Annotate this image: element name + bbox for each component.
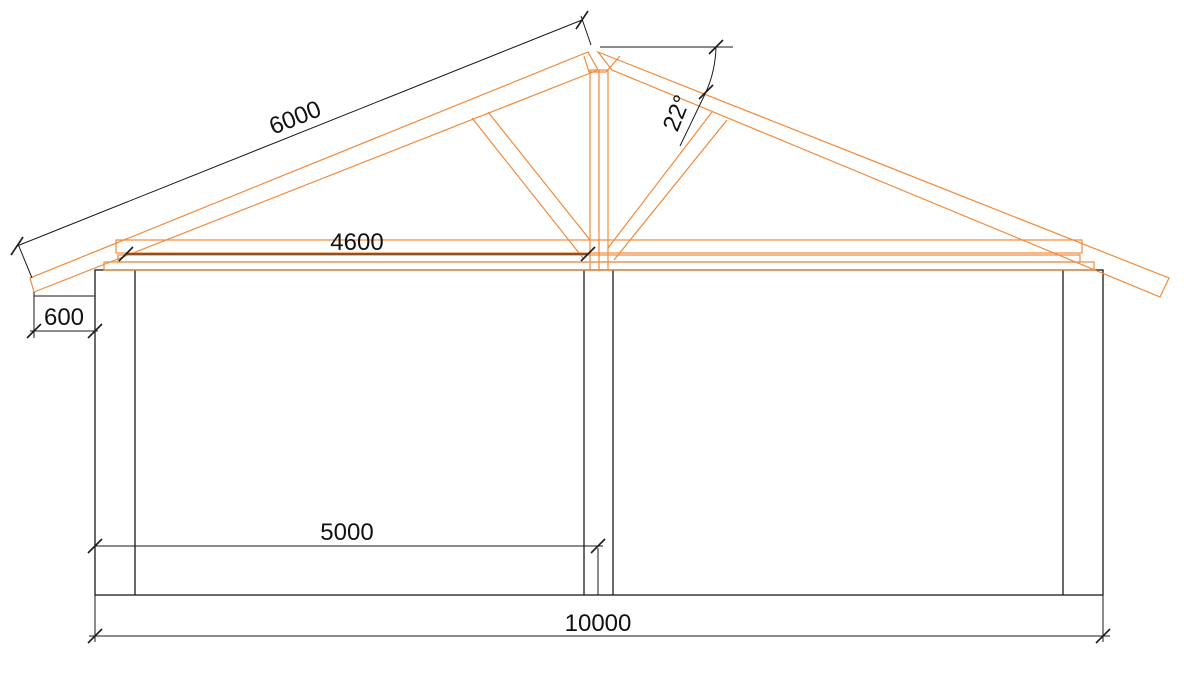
beam-tick-left [118, 246, 134, 262]
rafter-dimension-line [16, 19, 583, 247]
beam-tick-right [580, 246, 596, 262]
half-span-label: 5000 [320, 519, 373, 546]
right-rafter [596, 50, 1170, 298]
overhang-label: 600 [44, 304, 84, 331]
roof-truss [29, 50, 1170, 298]
rafter-length-label: 6000 [265, 96, 325, 141]
half-span-tick-right [590, 538, 606, 554]
right-strut-edge-b [613, 119, 728, 261]
ridge-joint [583, 55, 621, 73]
angle-tick-bottom [698, 84, 714, 100]
left-strut-edge-a [471, 117, 584, 259]
dimension-half-span: 5000 [87, 519, 606, 554]
rafter-extension-left [17, 243, 33, 279]
angle-arc [705, 46, 717, 93]
beam-pad [117, 254, 1081, 263]
left-rafter [29, 51, 599, 293]
half-span-tick-left [87, 538, 103, 554]
left-strut-edge-b [487, 111, 591, 241]
roof-angle-label: 22° [658, 91, 697, 135]
angle-leader [679, 91, 707, 147]
rafter-extension-right [580, 15, 592, 46]
dimension-overhang: 600 [26, 292, 103, 339]
tie-beam [115, 239, 1083, 254]
beam-length-label: 4600 [330, 229, 383, 256]
rafter-tick-right [575, 10, 589, 30]
rafter-tick-left [10, 236, 24, 256]
overhang-tick-right [87, 323, 103, 339]
total-span-label: 10000 [565, 610, 632, 637]
angle-tick-top [708, 39, 724, 55]
dimension-beam: 4600 [118, 229, 596, 262]
dimension-total-span: 10000 [87, 595, 1111, 644]
total-span-tick-left [87, 628, 103, 644]
overhang-tick-left [26, 323, 42, 339]
total-span-tick-right [1095, 628, 1111, 644]
dimension-rafter: 6000 [10, 10, 592, 279]
right-strut-edge-a [607, 111, 713, 249]
